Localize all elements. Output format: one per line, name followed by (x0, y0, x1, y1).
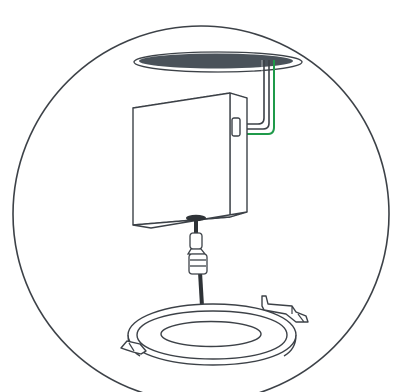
ceiling-hole (134, 52, 302, 72)
junction-box (133, 93, 247, 228)
